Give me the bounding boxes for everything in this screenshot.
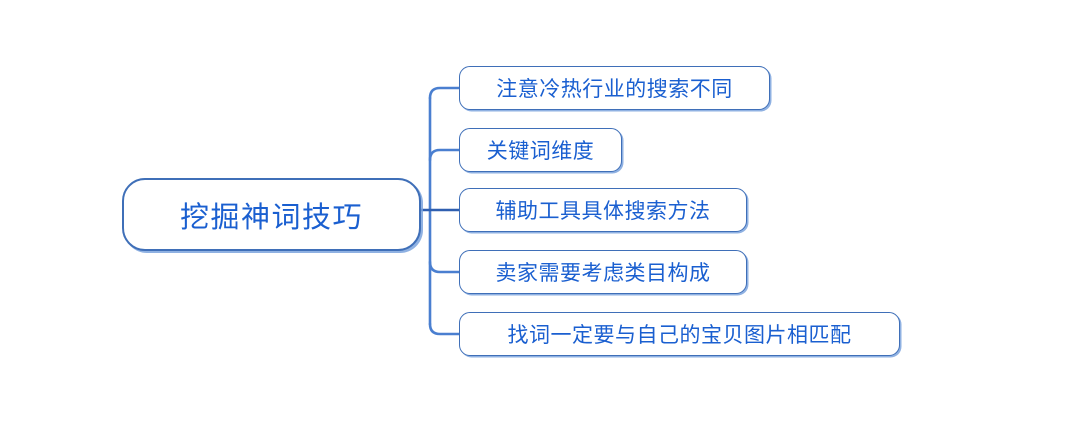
branch-node-5-label: 找词一定要与自己的宝贝图片相匹配 [507, 323, 852, 347]
branch-node-3-label: 辅助工具具体搜索方法 [495, 199, 711, 223]
branch-node-4-label: 卖家需要考虑类目构成 [495, 261, 711, 285]
branch-node-3[interactable]: 辅助工具具体搜索方法 [459, 188, 747, 232]
branch-node-1[interactable]: 注意冷热行业的搜索不同 [459, 66, 770, 110]
branch-node-5[interactable]: 找词一定要与自己的宝贝图片相匹配 [459, 312, 900, 356]
connector-branch-1 [428, 86, 461, 100]
branch-node-2[interactable]: 关键词维度 [459, 128, 622, 172]
connector-branch-5 [428, 322, 461, 336]
root-node[interactable]: 挖掘神词技巧 [122, 178, 421, 251]
branch-node-2-label: 关键词维度 [486, 139, 595, 163]
branch-node-4[interactable]: 卖家需要考虑类目构成 [459, 250, 747, 294]
connector-branch-2 [428, 148, 461, 162]
connector-branch-4 [428, 260, 461, 274]
root-node-label: 挖掘神词技巧 [179, 201, 363, 234]
branch-node-1-label: 注意冷热行业的搜索不同 [496, 77, 733, 101]
